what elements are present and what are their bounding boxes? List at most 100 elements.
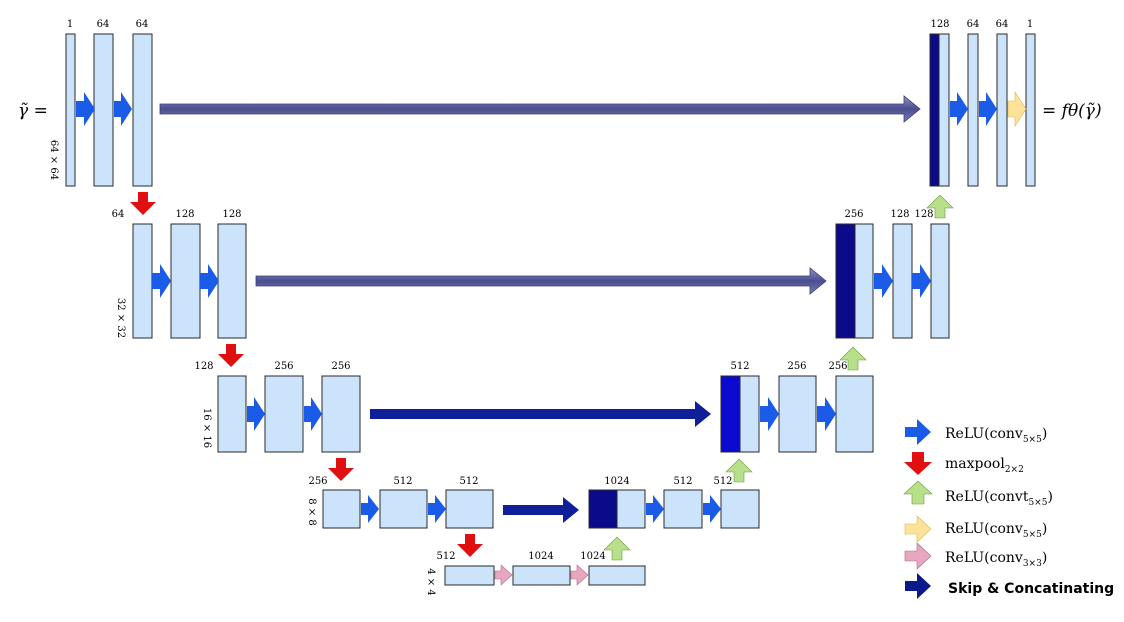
conv-arrow-icon (646, 495, 664, 523)
level1-dim-label: 32 × 32 (115, 298, 126, 338)
legend-upconv-arrow-icon (903, 480, 933, 505)
dec2-ch-2: 256 (787, 361, 806, 372)
conv-arrow-icon (912, 264, 931, 298)
dec3-ch-3: 512 (713, 476, 732, 487)
dec2-ch-3: 256 (828, 361, 847, 372)
skip-arrow-level0 (159, 95, 921, 123)
conv-arrow-icon (874, 264, 893, 298)
legend-item-4: ReLU(conv5×5) (945, 521, 1047, 540)
legend-item-4-sub: 5×5 (1023, 530, 1042, 540)
dec1-block-3 (930, 223, 950, 339)
dec3-ch-2: 512 (673, 476, 692, 487)
conv-arrow-icon (361, 495, 379, 523)
enc2-ch-3: 256 (331, 361, 350, 372)
legend-item-4-text: ReLU(conv (945, 521, 1023, 537)
legend-final-conv-arrow-icon (904, 515, 932, 543)
upconv-arrow-icon (839, 346, 867, 371)
upconv-arrow-icon (725, 458, 753, 483)
enc1-ch-2: 128 (175, 209, 194, 220)
enc3-block-1 (322, 489, 361, 529)
bottleneck-conv-arrow-icon (494, 564, 513, 586)
skip-arrow-level3 (503, 497, 579, 523)
dec3-block-3 (720, 489, 760, 529)
conv-arrow-icon (76, 92, 95, 126)
dec0-concat-light (938, 33, 950, 187)
conv-arrow-icon (703, 495, 721, 523)
conv-arrow-icon (247, 397, 265, 431)
legend-item-1-text: ReLU(conv (945, 426, 1023, 442)
enc4-ch-3: 1024 (580, 551, 605, 562)
legend-item-3-sub: 5×5 (1028, 498, 1047, 508)
dec3-block-2 (663, 489, 703, 529)
bottleneck-conv-arrow-icon (570, 564, 589, 586)
legend-item-3-tail: ) (1047, 489, 1052, 505)
enc3-ch-3: 512 (459, 476, 478, 487)
dec3-concat-light (616, 489, 646, 529)
legend-item-5-sub: 3×3 (1023, 559, 1042, 569)
enc1-block-2 (170, 223, 201, 339)
dec0-concat-dark (929, 33, 940, 187)
level2-dim-label: 16 × 16 (201, 408, 212, 448)
enc0-ch-2: 64 (97, 19, 110, 30)
enc0-block-1 (65, 33, 76, 187)
dec2-block-3 (835, 375, 874, 453)
enc4-ch-1: 512 (436, 551, 455, 562)
enc3-block-2 (379, 489, 428, 529)
dec2-block-2 (778, 375, 817, 453)
dec1-concat-dark (835, 223, 856, 339)
legend-item-6: Skip & Concatinating (948, 581, 1114, 597)
dec3-concat-dark (588, 489, 618, 529)
legend-item-5-text: ReLU(conv (945, 550, 1023, 566)
legend-item-5: ReLU(conv3×3) (945, 550, 1047, 569)
output-f-theta-label: = fθ(γ̃) (1042, 101, 1102, 121)
legend-item-3-text: ReLU(convt (945, 489, 1029, 505)
enc0-ch-3: 64 (136, 19, 149, 30)
legend-item-2-text: maxpool (945, 456, 1005, 472)
enc4-block-2 (512, 565, 571, 586)
legend-item-1-sub: 5×5 (1023, 435, 1042, 445)
dec1-ch-2: 128 (890, 209, 909, 220)
legend-item-2: maxpool2×2 (945, 456, 1024, 475)
conv-arrow-icon (114, 92, 132, 126)
legend-maxpool-arrow-icon (904, 452, 932, 475)
dec0-ch-3: 64 (996, 19, 1009, 30)
enc1-ch-3: 128 (222, 209, 241, 220)
enc4-ch-2: 1024 (528, 551, 553, 562)
upconv-arrow-icon (603, 536, 631, 561)
legend: ReLU(conv5×5) maxpool2×2 ReLU(convt5×5) … (903, 419, 1114, 599)
conv-arrow-icon (979, 92, 997, 126)
dec2-concat-light (739, 375, 760, 453)
legend-item-1-tail: ) (1042, 426, 1047, 442)
maxpool-arrow-icon (457, 534, 483, 557)
dec1-concat-light (854, 223, 874, 339)
dec2-ch-1: 512 (730, 361, 749, 372)
enc4-block-3 (588, 565, 646, 586)
enc3-block-3 (445, 489, 494, 529)
legend-item-4-tail: ) (1042, 521, 1047, 537)
conv-arrow-icon (304, 397, 322, 431)
maxpool-arrow-icon (218, 344, 244, 367)
enc0-block-2 (93, 33, 114, 187)
dec0-ch-1: 128 (930, 19, 949, 30)
conv-arrow-icon (152, 264, 171, 298)
final-conv-arrow-icon (1007, 90, 1027, 128)
enc2-ch-2: 256 (274, 361, 293, 372)
conv-arrow-icon (428, 495, 446, 523)
conv-arrow-icon (817, 397, 836, 431)
legend-item-1: ReLU(conv5×5) (945, 426, 1047, 445)
dec0-block-3 (996, 33, 1008, 187)
legend-item-5-tail: ) (1042, 550, 1047, 566)
legend-skip-arrow-icon (905, 573, 931, 599)
dec1-block-2 (892, 223, 913, 339)
dec2-concat-dark (720, 375, 741, 453)
enc2-block-3 (321, 375, 361, 453)
dec0-block-2 (967, 33, 979, 187)
legend-item-2-sub: 2×2 (1005, 465, 1024, 475)
enc2-block-2 (264, 375, 304, 453)
level0-dim-label: 64 × 64 (48, 140, 59, 180)
input-gamma-label: γ̃ = (18, 101, 48, 121)
maxpool-arrow-icon (130, 192, 156, 215)
enc2-block-1 (217, 375, 247, 453)
